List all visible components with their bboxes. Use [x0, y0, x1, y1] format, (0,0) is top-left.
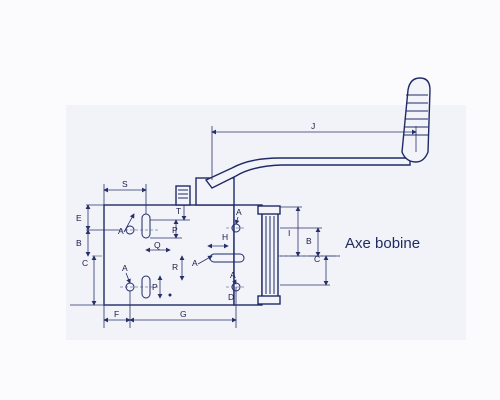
dim-B-left: B — [76, 238, 82, 248]
dim-Q: Q — [154, 240, 161, 250]
axis-label: Axe bobine — [345, 235, 420, 252]
dim-C-left: C — [82, 258, 88, 268]
label-A-3: A — [236, 207, 242, 217]
label-A-5: A — [230, 270, 236, 280]
label-A-1: A — [118, 226, 124, 236]
dim-I: I — [288, 228, 290, 238]
dim-R: R — [172, 262, 178, 272]
dim-H: H — [222, 232, 228, 242]
dim-S: S — [122, 179, 128, 189]
dim-J: J — [311, 121, 315, 131]
dim-E: E — [76, 213, 82, 223]
dim-P-upper: P — [172, 225, 178, 235]
body-plate — [103, 204, 235, 306]
dim-T: T — [176, 206, 181, 216]
crank-grip — [401, 77, 431, 163]
crank-arm — [204, 157, 411, 189]
dim-B-right: B — [306, 236, 312, 246]
dim-D: D — [228, 292, 234, 302]
dim-G: G — [180, 309, 187, 319]
dim-F: F — [114, 309, 119, 319]
ratchet-knob — [175, 185, 191, 206]
dim-P-lower: P — [152, 282, 158, 292]
label-A-4: A — [192, 258, 198, 268]
dim-C-right: C — [314, 254, 320, 264]
gear-housing — [233, 204, 263, 306]
label-A-2: A — [122, 263, 128, 273]
